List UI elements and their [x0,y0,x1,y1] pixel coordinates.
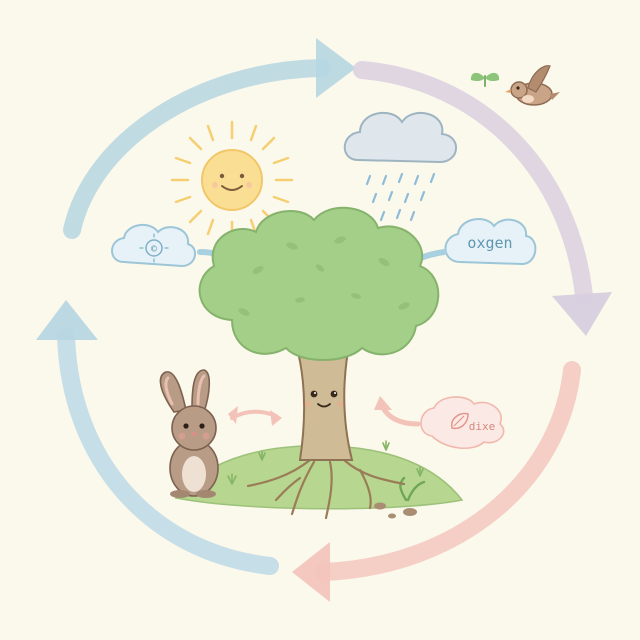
dioxide-label: dixe [469,420,496,433]
oxygen-cloud: oxgen [444,218,537,266]
cycle-arrow-bottom-right [292,361,581,602]
rain-cloud-icon [343,112,457,222]
cycle-arrow-bottom-left [36,300,279,575]
sprout-icon [470,72,500,87]
carbon-cloud: © [111,223,197,268]
carbon-cloud-symbol: © [151,244,158,255]
sun-icon [170,120,294,240]
dioxide-bubble: dixe [420,396,505,449]
tree-icon [198,206,440,520]
oxygen-label: oxgen [467,234,512,252]
arrow-dioxide-to-tree [374,396,421,427]
rabbit-icon [159,369,219,498]
leaf-icon [451,412,469,430]
cycle-arrow-top-left [63,38,356,239]
cycle-arrow-top-right [353,61,612,336]
bird-icon [505,65,560,106]
grassy-hill [174,440,464,519]
sprout-tuft [399,476,426,502]
pebbles [374,502,417,519]
arrow-rabbit-tree-exchange [228,406,282,426]
